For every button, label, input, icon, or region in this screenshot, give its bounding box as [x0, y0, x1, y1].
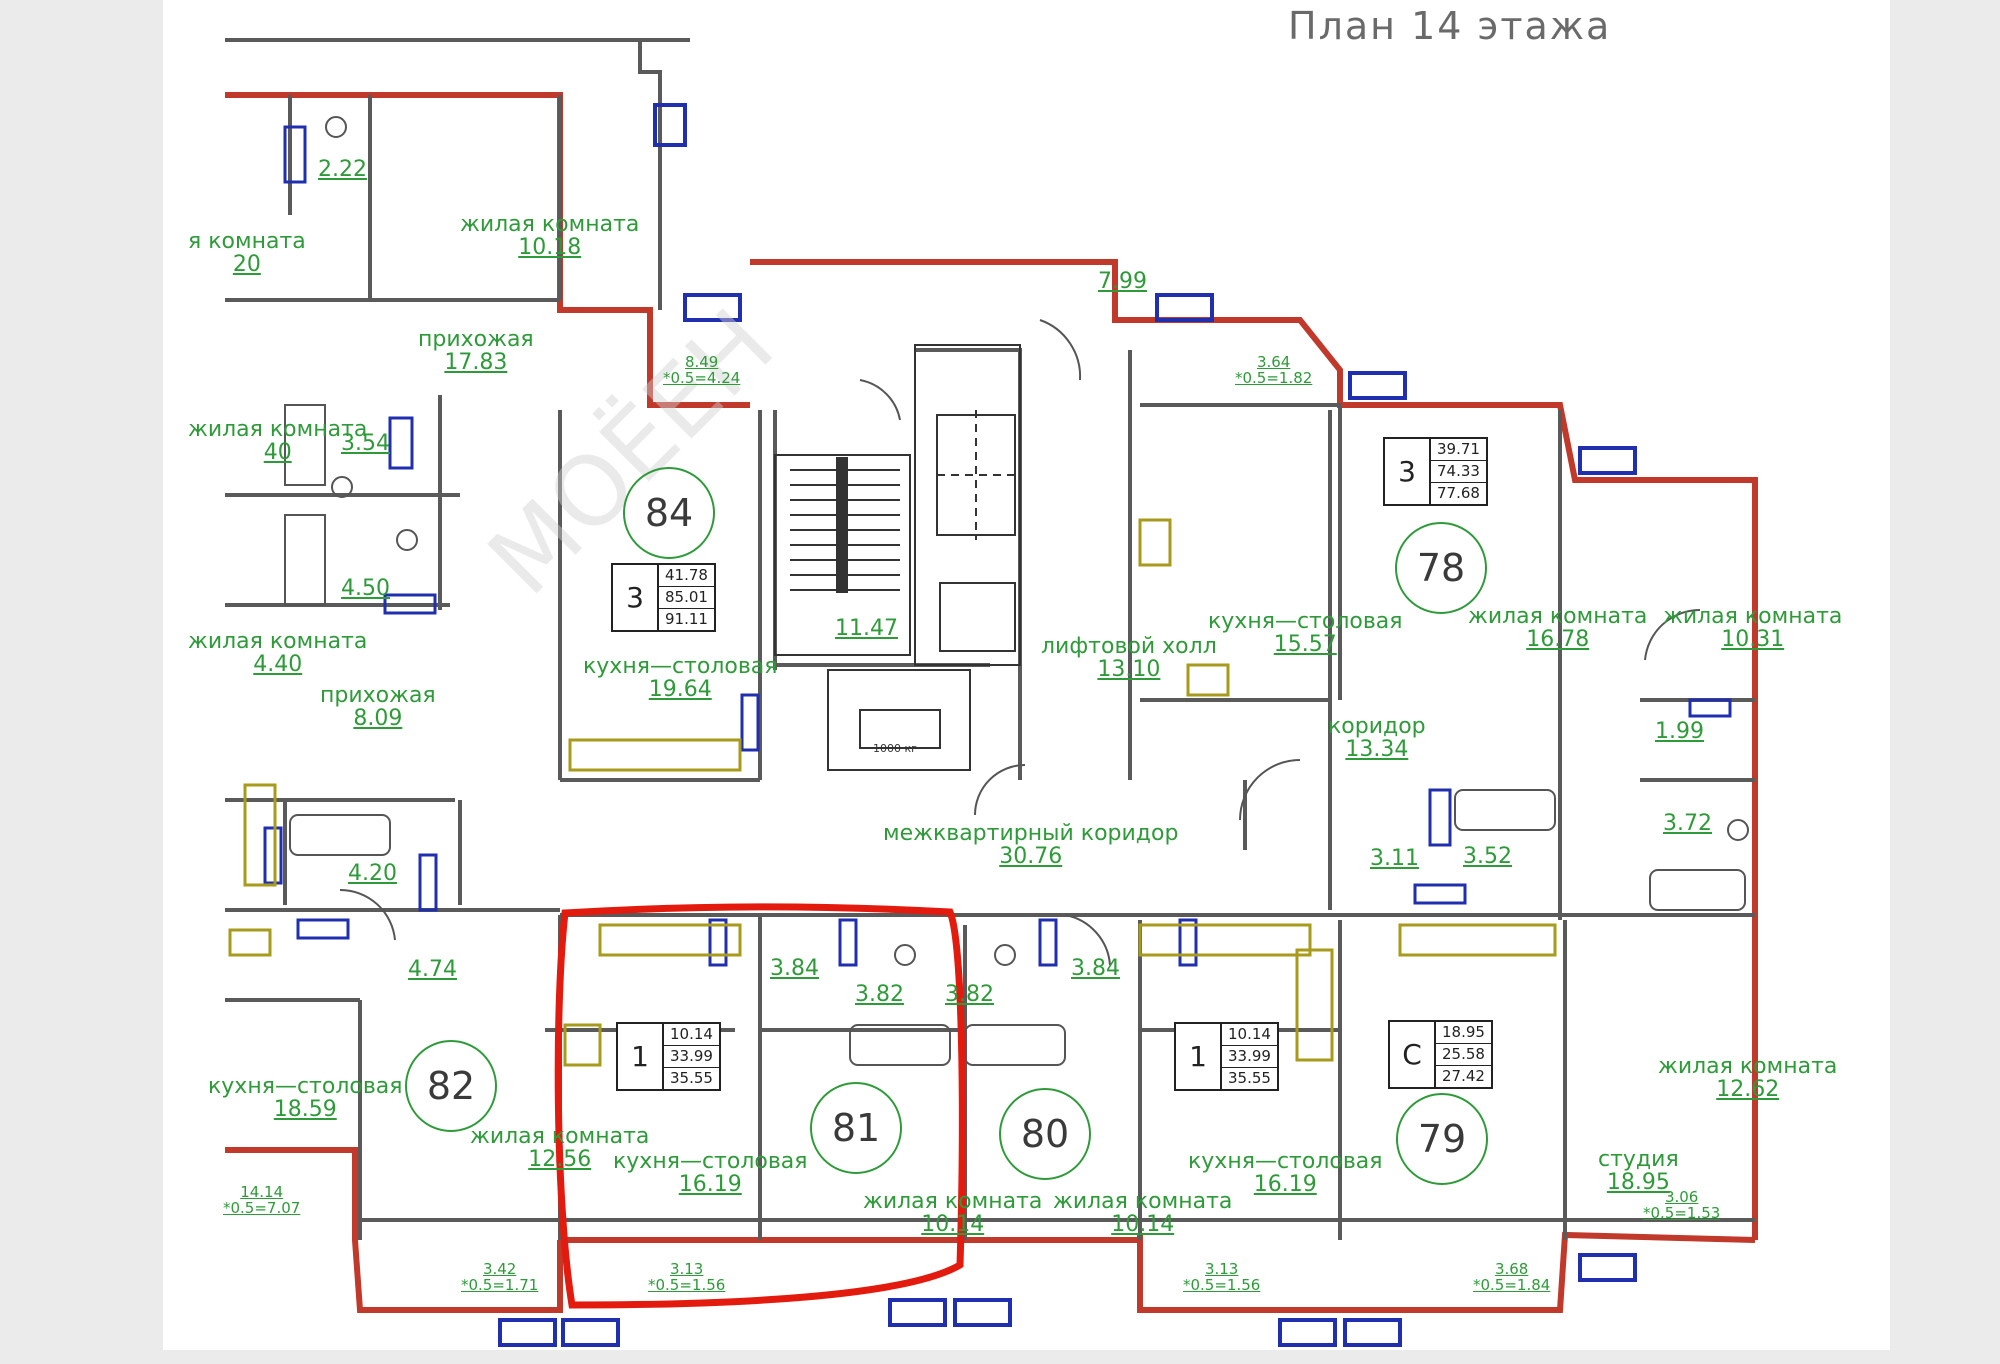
highlight-outline [554, 903, 966, 1309]
apartment-spec-box: 3 39.71 74.33 77.68 [1383, 437, 1488, 506]
room-label: 3.54 [341, 431, 390, 456]
room-label: 3.82 [855, 982, 904, 1007]
total-area-with-balcony: 35.55 [1228, 1069, 1271, 1087]
door-swings [339, 319, 1701, 966]
total-area: 74.33 [1431, 461, 1486, 483]
room-label: 4.20 [348, 861, 397, 886]
total-area: 85.01 [659, 587, 714, 609]
balcony-label: 3.06*0.5=1.53 [1643, 1188, 1721, 1222]
apartment-number: 80 [999, 1088, 1091, 1180]
interior-walls [225, 38, 1755, 1240]
floor-plan-drawing: МОЁЕН [225, 38, 1758, 1347]
room-label: 3.84 [1071, 956, 1120, 981]
lift-shafts [827, 344, 1021, 771]
balcony-label: 3.42*0.5=1.71 [461, 1260, 539, 1294]
room-count: С [1390, 1022, 1436, 1087]
living-area: 39.71 [1431, 439, 1486, 461]
apartment-spec-box: 1 10.14 33.99 35.55 [616, 1022, 721, 1091]
apartment-number: 79 [1396, 1093, 1488, 1185]
total-area-with-balcony: 27.42 [1442, 1067, 1485, 1085]
total-area-with-balcony: 35.55 [670, 1069, 713, 1087]
plan-title: План 14 этажа [1288, 4, 1612, 48]
balcony-label: 3.13*0.5=1.56 [1183, 1260, 1261, 1294]
room-label: 3.52 [1463, 844, 1512, 869]
total-area-with-balcony: 91.11 [665, 610, 708, 628]
apartment-spec-box: 3 41.78 85.01 91.11 [611, 563, 716, 632]
exterior-walls [225, 92, 1758, 1313]
room-count: 3 [613, 565, 659, 630]
apartment-spec-box: 1 10.14 33.99 35.55 [1174, 1022, 1279, 1091]
room-label: 7.99 [1098, 269, 1147, 294]
living-area: 10.14 [664, 1024, 719, 1046]
kitchen-counters [228, 518, 1557, 1067]
balcony-label: 3.64*0.5=1.82 [1235, 353, 1313, 387]
room-label: 4.50 [341, 576, 390, 601]
window-symbols [498, 103, 1637, 1347]
living-area: 41.78 [659, 565, 714, 587]
apartment-number: 81 [810, 1082, 902, 1174]
room-label: 3.11 [1370, 846, 1419, 871]
apartment-number: 84 [623, 467, 715, 559]
staircase [774, 454, 911, 656]
apartment-spec-box: С 18.95 25.58 27.42 [1388, 1020, 1493, 1089]
balcony-label: 8.49*0.5=4.24 [663, 353, 741, 387]
room-count: 1 [1176, 1024, 1222, 1089]
apartment-number: 82 [405, 1040, 497, 1132]
balcony-label: 3.68*0.5=1.84 [1473, 1260, 1551, 1294]
room-label: 3.72 [1663, 811, 1712, 836]
room-count: 3 [1385, 439, 1431, 504]
room-label: 4.74 [408, 957, 457, 982]
plan-sheet: МОЁЕН План 14 этажа 84 78 81 80 79 82 3 … [163, 0, 1890, 1350]
bathroom-fixtures [263, 125, 1732, 967]
lift-capacity-label: 1000 кг [873, 742, 917, 755]
total-area: 33.99 [1222, 1046, 1277, 1068]
total-area: 25.58 [1436, 1044, 1491, 1066]
room-label: 1.99 [1655, 719, 1704, 744]
room-label: 3.82 [945, 982, 994, 1007]
total-area-with-balcony: 77.68 [1437, 484, 1480, 502]
total-area: 33.99 [664, 1046, 719, 1068]
room-count: 1 [618, 1024, 664, 1089]
room-label: 11.47 [835, 616, 898, 641]
living-area: 18.95 [1436, 1022, 1491, 1044]
balcony-label: 3.13*0.5=1.56 [648, 1260, 726, 1294]
balcony-label: 14.14*0.5=7.07 [223, 1183, 301, 1217]
room-label: 2.22 [318, 157, 367, 182]
apartment-number: 78 [1395, 522, 1487, 614]
living-area: 10.14 [1222, 1024, 1277, 1046]
room-label: 3.84 [770, 956, 819, 981]
